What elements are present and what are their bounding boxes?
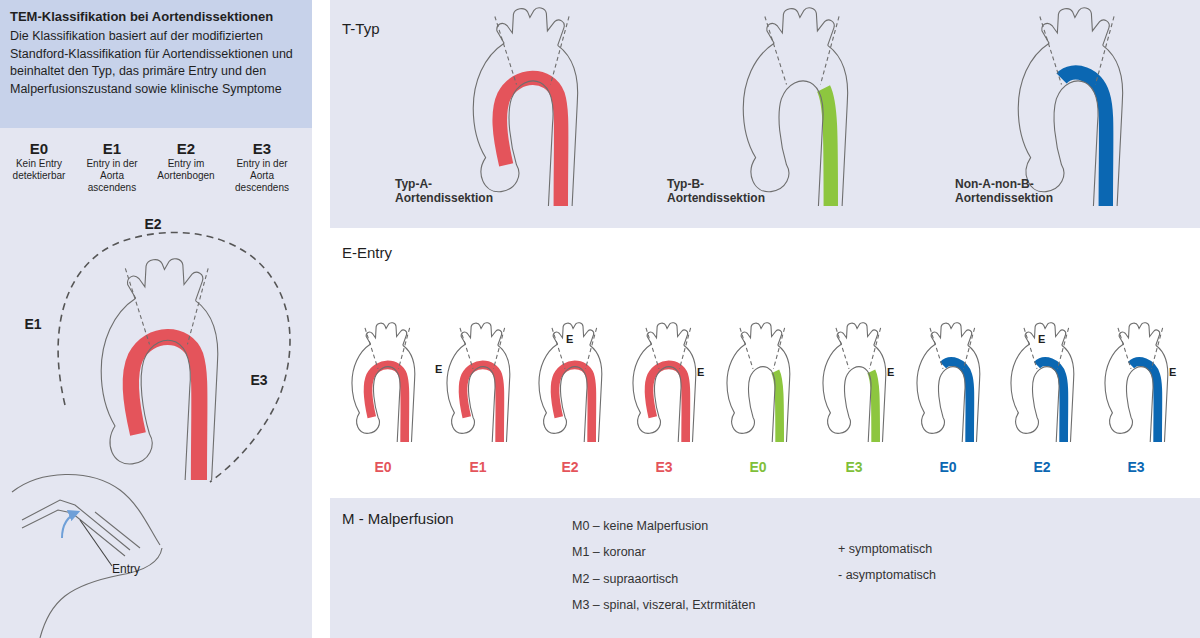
entry-description: Kein Entry detektierbar xyxy=(6,158,72,182)
dissection-band xyxy=(1037,362,1064,442)
panel-heading: T-Typ xyxy=(342,20,1188,38)
type-caption: Typ-A- Aortendissektion xyxy=(395,177,507,206)
diagram-title: TEM-Klassifikation bei Aortendissektione… xyxy=(10,9,302,25)
intimal-flap xyxy=(22,510,125,556)
dissection-band xyxy=(824,89,831,206)
entry-code: E1 xyxy=(87,140,137,158)
panel-heading: E-Entry xyxy=(342,244,1188,262)
entry-class-label: E3 xyxy=(644,459,684,476)
entry-marker: E xyxy=(697,366,709,379)
entry-class-label: E0 xyxy=(928,459,968,476)
entry-code: E2 xyxy=(161,140,211,158)
entry-label: Entry xyxy=(112,562,162,576)
dissection-band xyxy=(943,362,970,442)
side-panel xyxy=(0,128,312,638)
segment-label: E1 xyxy=(20,316,46,333)
entry-marker: E xyxy=(435,363,447,376)
entry-panel: E-Entry xyxy=(330,230,1200,490)
dissection-band xyxy=(1062,72,1107,206)
header-box: TEM-Klassifikation bei Aortendissektione… xyxy=(0,0,312,128)
intimal-flap xyxy=(22,500,130,550)
entry-class-label: E0 xyxy=(738,459,778,476)
aorta-drawing xyxy=(1018,8,1122,206)
entry-description: Entry in der Aorta descendens xyxy=(229,158,295,194)
malperfusion-panel: M - Malperfusion xyxy=(330,498,1200,638)
aorta-drawing xyxy=(447,323,510,442)
aorta-drawing xyxy=(1105,323,1168,442)
aorta-drawing xyxy=(917,323,980,442)
aorta-drawing xyxy=(823,323,886,442)
type-caption: Non-A-non-B- Aortendissektion xyxy=(955,177,1067,206)
symptom-modifier: - asymptomatisch xyxy=(838,568,1038,583)
vessel-wall xyxy=(40,548,162,638)
intimal-flap xyxy=(95,512,140,548)
dissection-band xyxy=(871,371,875,442)
entry-code: E3 xyxy=(237,140,287,158)
aorta-drawing xyxy=(1011,323,1074,442)
dissection-band xyxy=(775,371,779,442)
entry-marker: E xyxy=(1169,366,1181,379)
malperfusion-grade: M0 – keine Malperfusion xyxy=(572,519,892,534)
entry-class-label: E3 xyxy=(1116,459,1156,476)
description-text: Die Klassifikation basiert auf der modif… xyxy=(10,28,302,98)
entry-class-label: E0 xyxy=(363,459,403,476)
entry-class-label: E1 xyxy=(458,459,498,476)
entry-marker: E xyxy=(1038,333,1050,346)
entry-class-label: E2 xyxy=(550,459,590,476)
vessel-wall xyxy=(12,474,160,545)
segment-range-line xyxy=(58,232,290,482)
entry-description: Entry im Aortenbogen xyxy=(153,158,219,182)
aorta-drawing xyxy=(539,323,602,442)
entry-description: Entry in der Aorta ascendens xyxy=(79,158,145,194)
aorta-drawing xyxy=(352,323,415,442)
segment-label: E3 xyxy=(246,372,272,389)
aorta-drawing xyxy=(633,323,696,442)
malperfusion-grade: M3 – spinal, viszeral, Extrmitäten xyxy=(572,598,892,613)
dissection-band xyxy=(1131,362,1158,442)
entry-marker: E xyxy=(887,366,899,379)
type-caption: Typ-B- Aortendissektion xyxy=(667,177,779,206)
symptom-modifier: + symptomatisch xyxy=(838,542,1038,557)
aorta-drawing xyxy=(101,259,218,480)
entry-code: E0 xyxy=(14,140,64,158)
segment-label: E2 xyxy=(140,216,166,233)
aorta-drawing xyxy=(727,323,790,442)
aorta-drawing xyxy=(473,8,577,206)
leader-line xyxy=(80,520,112,566)
panel-heading: M - Malperfusion xyxy=(342,510,1188,528)
aorta-drawing xyxy=(743,8,847,206)
entry-marker: E xyxy=(566,333,578,346)
entry-arrow xyxy=(62,512,78,538)
entry-class-label: E3 xyxy=(834,459,874,476)
entry-class-label: E2 xyxy=(1022,459,1062,476)
entry-inset xyxy=(12,474,162,638)
